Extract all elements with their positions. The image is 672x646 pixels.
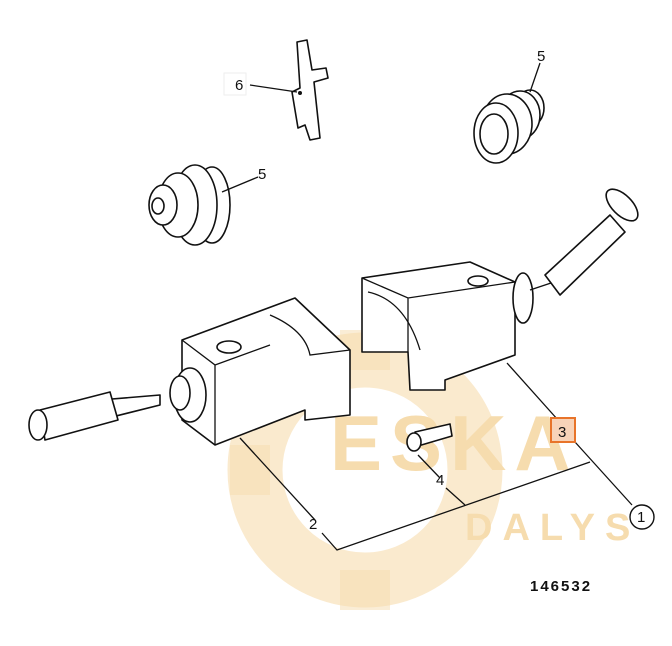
part-5-boot-upper[interactable] [473, 89, 545, 164]
callout-6[interactable]: 6 [235, 77, 243, 94]
callout-5-upper[interactable]: 5 [537, 48, 545, 65]
watermark-text-eska: ESKA [330, 399, 579, 487]
callout-3[interactable]: 3 [558, 424, 566, 441]
part-5-boot-left[interactable] [148, 164, 231, 246]
callout-1[interactable]: 1 [637, 509, 645, 526]
callout-2[interactable]: 2 [309, 516, 317, 533]
leader-lines [221, 62, 633, 551]
callout-3-highlight [550, 417, 576, 443]
drawing-number: 146532 [530, 578, 592, 595]
callout-1-circle [629, 504, 655, 530]
callout-6-box [223, 72, 247, 96]
part-4-screw[interactable] [406, 423, 453, 452]
watermark-logo: ESKA DALYS [227, 330, 640, 610]
part-6-plate[interactable] [291, 39, 329, 141]
callout-4[interactable]: 4 [436, 472, 444, 489]
part-1-switch-left-half[interactable] [28, 297, 351, 446]
part-1-switch-right-half[interactable] [361, 184, 643, 391]
watermark-text-dalys: DALYS [465, 507, 640, 549]
callout-5-left[interactable]: 5 [258, 166, 266, 183]
